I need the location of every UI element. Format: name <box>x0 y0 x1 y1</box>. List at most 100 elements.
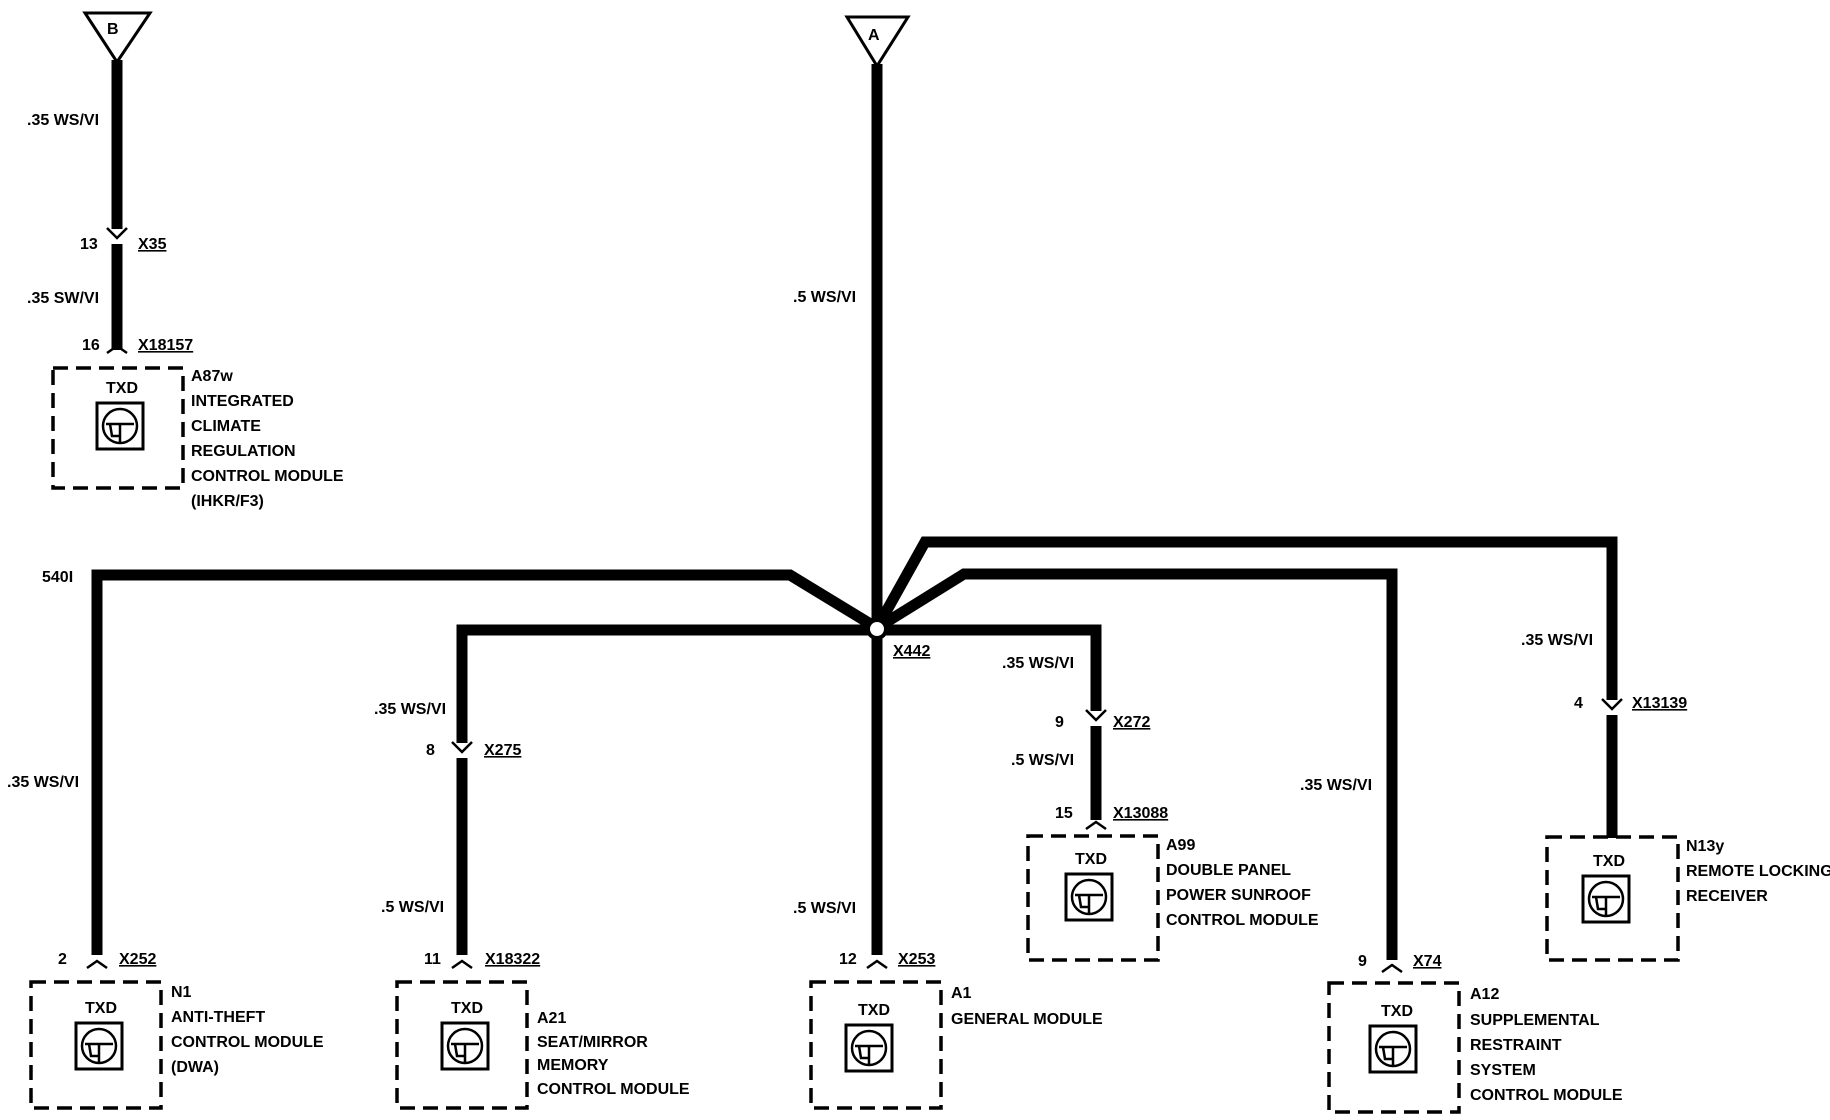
module-n1-line: CONTROL MODULE <box>171 1034 324 1051</box>
wire-branch-a99 <box>877 624 1102 711</box>
module-a12-line: SUPPLEMENTAL <box>1470 1012 1600 1029</box>
connector-x35-pin: 13 <box>80 236 98 253</box>
wire-a99-bottom-label: .5 WS/VI <box>1011 752 1074 769</box>
module-a21: TXD A21 SEAT/MIRROR MEMORY CONTROL MODUL… <box>395 980 690 1110</box>
connector-x18322-pin: 11 <box>424 951 441 968</box>
connector-x13088-symbol <box>1085 820 1107 831</box>
connector-x18157-symbol <box>106 344 128 355</box>
module-a87w-icon <box>95 401 145 451</box>
connector-x18157-name: X18157 <box>138 337 193 354</box>
module-n1-icon <box>74 1021 124 1071</box>
module-a99-line: DOUBLE PANEL <box>1166 862 1291 879</box>
module-a1-pin: TXD <box>858 1002 890 1019</box>
connector-x74-symbol <box>1381 963 1403 974</box>
module-a99-line: CONTROL MODULE <box>1166 912 1319 929</box>
module-a21-line: MEMORY <box>537 1057 609 1074</box>
module-a12: TXD A12 SUPPLEMENTAL RESTRAINT SYSTEM CO… <box>1327 981 1623 1114</box>
module-n13y-pin: TXD <box>1593 853 1625 870</box>
connector-x13139-name: X13139 <box>1632 695 1687 712</box>
module-a99: TXD A99 DOUBLE PANEL POWER SUNROOF CONTR… <box>1026 834 1319 962</box>
connector-x272-name: X272 <box>1113 714 1150 731</box>
module-n1: TXD N1 ANTI-THEFT CONTROL MODULE (DWA) <box>29 980 324 1110</box>
module-a12-line: SYSTEM <box>1470 1062 1536 1079</box>
terminal-a: A <box>844 15 911 69</box>
module-a87w: TXD A87w INTEGRATED CLIMATE REGULATION C… <box>51 366 344 510</box>
connector-x18157-pin: 16 <box>82 337 100 354</box>
connector-x252-pin: 2 <box>58 951 67 968</box>
module-a99-pin: TXD <box>1075 851 1107 868</box>
connector-x275-symbol <box>451 741 473 754</box>
module-n13y-line: REMOTE LOCKING <box>1686 863 1830 880</box>
module-a87w-line: (IHKR/F3) <box>191 493 264 510</box>
module-n13y-icon <box>1581 874 1631 924</box>
connector-x252-name: X252 <box>119 951 156 968</box>
connector-x74-name: X74 <box>1413 953 1442 970</box>
connector-x275-name: X275 <box>484 742 521 759</box>
connector-x275-pin: 8 <box>426 742 435 759</box>
connector-x13139-symbol <box>1601 698 1623 711</box>
wire-branch-a12 <box>874 568 1398 960</box>
module-a21-pin: TXD <box>451 1000 483 1017</box>
module-n1-pin: TXD <box>85 1000 117 1017</box>
module-a87w-line: INTEGRATED <box>191 393 294 410</box>
connector-x272-pin: 9 <box>1055 714 1064 731</box>
wire-b-bottom-label: .35 SW/VI <box>27 290 99 307</box>
module-a1-icon <box>844 1023 894 1073</box>
module-a21-icon <box>440 1021 490 1071</box>
module-a87w-line: A87w <box>191 368 233 385</box>
wire-branch-n13y <box>872 536 1618 700</box>
wire-a12-label: .35 WS/VI <box>1300 777 1372 794</box>
connector-x35-symbol <box>106 227 128 240</box>
module-n13y-line: N13y <box>1686 838 1724 855</box>
module-a12-line: RESTRAINT <box>1470 1037 1562 1054</box>
terminal-b: B <box>82 11 153 65</box>
connector-x18322-symbol <box>451 959 473 970</box>
connector-x74-pin: 9 <box>1358 953 1367 970</box>
module-a87w-line: REGULATION <box>191 443 296 460</box>
splice-x442 <box>866 618 888 640</box>
connector-x18322-name: X18322 <box>485 951 540 968</box>
module-a21-line: CONTROL MODULE <box>537 1081 690 1098</box>
module-a21-line: SEAT/MIRROR <box>537 1034 648 1051</box>
module-a12-icon <box>1368 1024 1418 1074</box>
wire-a-trunk-label: .5 WS/VI <box>793 289 856 306</box>
module-a1-line: A1 <box>951 985 972 1002</box>
module-a99-line: POWER SUNROOF <box>1166 887 1311 904</box>
module-a1-line: GENERAL MODULE <box>951 1011 1103 1028</box>
module-n1-line: ANTI-THEFT <box>171 1009 265 1026</box>
connector-x13088-name: X13088 <box>1113 805 1168 822</box>
terminal-a-label: A <box>868 27 880 44</box>
module-a87w-pin: TXD <box>106 380 138 397</box>
connector-x13088-pin: 15 <box>1055 805 1073 822</box>
module-a87w-line: CONTROL MODULE <box>191 468 344 485</box>
wire-branch-a21 <box>456 624 877 743</box>
connector-x253-symbol <box>866 959 888 970</box>
module-a99-line: A99 <box>1166 837 1195 854</box>
module-a12-line: CONTROL MODULE <box>1470 1087 1623 1104</box>
module-n13y: TXD N13y REMOTE LOCKING RECEIVER <box>1545 835 1830 962</box>
terminal-b-label: B <box>107 21 119 38</box>
connector-x13139-pin: 4 <box>1574 695 1583 712</box>
splice-label: X442 <box>893 643 930 660</box>
wire-a99-top-label: .35 WS/VI <box>1002 655 1074 672</box>
wire-b-top-label: .35 WS/VI <box>27 112 99 129</box>
wire-left-code: 540I <box>42 569 73 586</box>
module-n1-line: (DWA) <box>171 1059 219 1076</box>
wire-n1-label: .35 WS/VI <box>7 774 79 791</box>
connector-x272-symbol <box>1085 709 1107 722</box>
module-a1: TXD A1 GENERAL MODULE <box>809 980 1103 1110</box>
module-a99-icon <box>1064 872 1114 922</box>
wire-a1-label: .5 WS/VI <box>793 900 856 917</box>
wire-branch-n1 <box>91 569 880 955</box>
wire-a21-top-label: .35 WS/VI <box>374 701 446 718</box>
connector-x252-symbol <box>86 959 108 970</box>
connector-x253-pin: 12 <box>839 951 857 968</box>
module-n13y-line: RECEIVER <box>1686 888 1768 905</box>
module-a12-pin: TXD <box>1381 1003 1413 1020</box>
module-a87w-line: CLIMATE <box>191 418 261 435</box>
connector-x35-name: X35 <box>138 236 167 253</box>
module-a12-line: A12 <box>1470 986 1499 1003</box>
module-a21-line: A21 <box>537 1010 566 1027</box>
module-n1-line: N1 <box>171 984 192 1001</box>
